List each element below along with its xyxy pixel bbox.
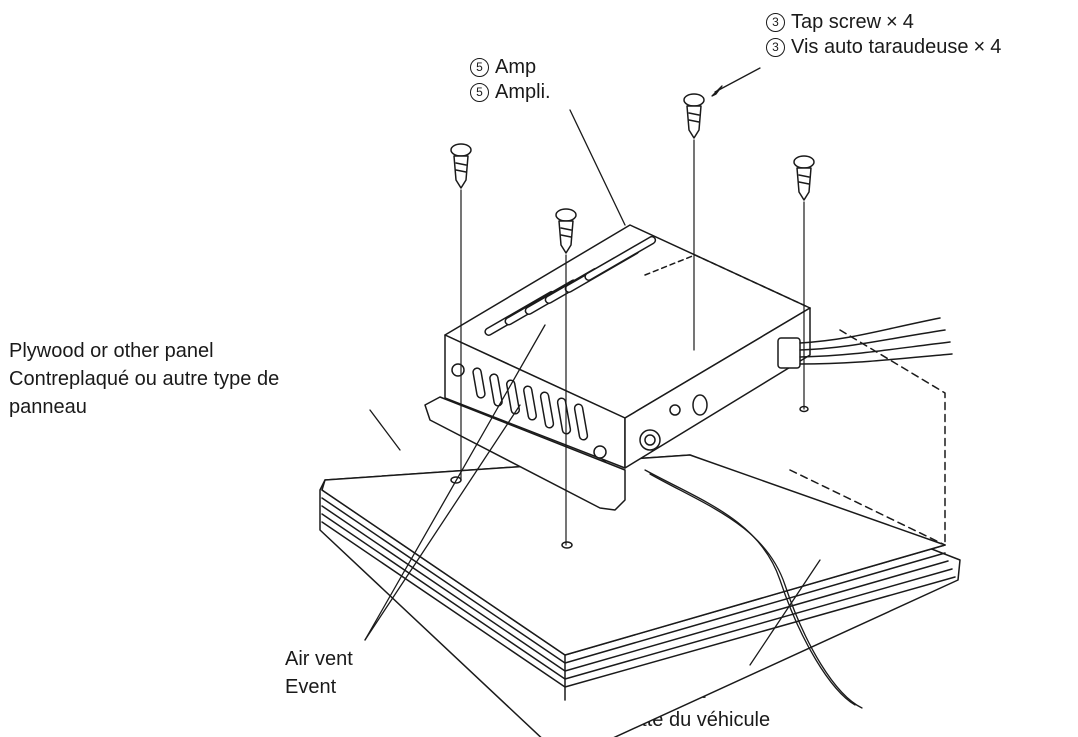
- side-vents: [472, 367, 589, 441]
- screw-icon: [793, 155, 815, 201]
- panel-label: Plywood or other panel Contreplaqué ou a…: [9, 340, 280, 418]
- air-vent-label: Air vent Event: [285, 648, 353, 698]
- knob-icon: [692, 394, 708, 416]
- part-number-badge: 5: [470, 83, 489, 102]
- tap-screws: [450, 93, 815, 546]
- cable: [644, 469, 856, 706]
- part-number-badge: 5: [470, 58, 489, 77]
- plywood-panel: [319, 329, 961, 737]
- part-number-badge: 3: [766, 13, 785, 32]
- part-number-badge: 3: [766, 38, 785, 57]
- top-vents: [484, 235, 657, 336]
- leader-lines: [364, 67, 821, 666]
- screw-icon: [683, 93, 705, 139]
- wire-connector-icon: [777, 337, 801, 369]
- screw-icon: [450, 143, 472, 189]
- screw-icon: [555, 208, 577, 254]
- amplifier: [424, 224, 953, 511]
